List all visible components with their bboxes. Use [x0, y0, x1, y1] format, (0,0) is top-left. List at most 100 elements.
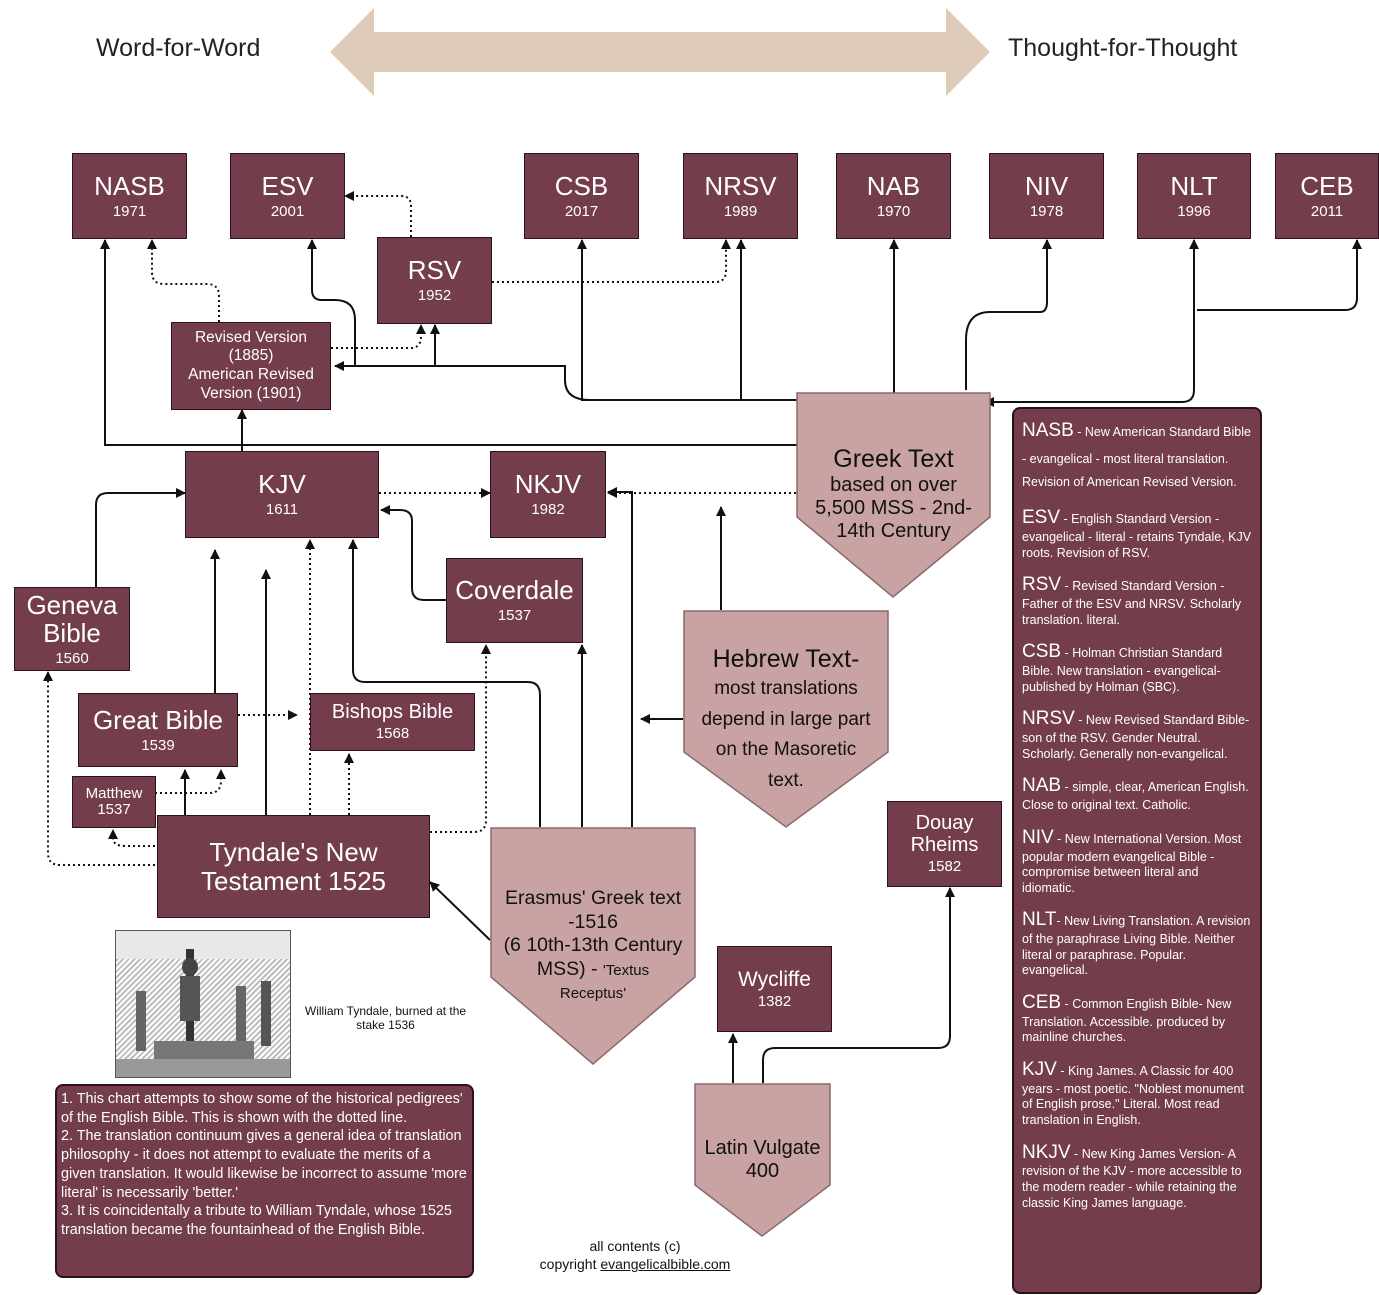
- box-nasb: NASB 1971: [72, 153, 187, 239]
- box-coverdale: Coverdale 1537: [446, 558, 583, 643]
- hebrew-line1: most translations: [714, 678, 858, 699]
- box-niv: NIV 1978: [989, 153, 1104, 239]
- box-bishops-bible: Bishops Bible 1568: [310, 693, 475, 751]
- matthew-year: 1537: [97, 801, 131, 818]
- nkjv-year: 1982: [531, 501, 565, 519]
- box-ceb: CEB 2011: [1275, 153, 1379, 239]
- box-geneva-bible: Geneva Bible 1560: [14, 587, 130, 671]
- douay-line2: Rheims: [910, 834, 979, 857]
- legend-desc: New Revised Standard Bible- son of the R…: [1022, 713, 1250, 761]
- notes-box: 1. This chart attempts to show some of t…: [55, 1084, 474, 1278]
- legend-desc: Holman Christian Standard Bible. New tra…: [1022, 646, 1223, 694]
- niv-year: 1978: [1029, 202, 1064, 220]
- legend-desc: New King James Version- A revision of th…: [1022, 1146, 1242, 1210]
- note-3: 3. It is coincidentally a tribute to Wil…: [61, 1203, 452, 1238]
- wycliffe-year: 1382: [757, 992, 792, 1010]
- box-tyndale-new-testament: Tyndale's New Testament 1525: [157, 815, 430, 918]
- legend-abbr: NLT: [1022, 909, 1057, 931]
- legend-sep: -: [1056, 1064, 1068, 1079]
- wycliffe-name: Wycliffe: [738, 967, 811, 991]
- nkjv-name: NKJV: [514, 469, 582, 500]
- legend-desc: Revised Standard Version - Father of the…: [1022, 579, 1242, 627]
- legend-desc: New International Version. Most popular …: [1022, 831, 1242, 895]
- erasmus-line1: Erasmus' Greek text: [504, 887, 682, 909]
- footer-link[interactable]: evangelicalbible.com: [600, 1256, 731, 1273]
- box-esv: ESV 2001: [230, 153, 345, 239]
- legend-abbr: NIV: [1022, 826, 1054, 848]
- legend-desc: simple, clear, American English. Close t…: [1022, 780, 1249, 813]
- geneva-year: 1560: [55, 649, 89, 667]
- legend-sep: -: [1056, 914, 1065, 929]
- geneva-line2: Bible: [43, 618, 101, 649]
- tyndale-line1: Tyndale's New: [209, 836, 378, 867]
- vulgate-line1: Latin Vulgate: [704, 1137, 821, 1159]
- box-douay-rheims: Douay Rheims 1582: [887, 801, 1002, 887]
- nasb-name: NASB: [94, 170, 165, 201]
- legend-entry-nrsv: NRSV - New Revised Standard Bible- son o…: [1022, 707, 1254, 762]
- legend-desc: New American Standard Bible - evangelica…: [1022, 425, 1251, 490]
- legend-sep: -: [1061, 997, 1073, 1012]
- nlt-name: NLT: [1170, 170, 1218, 201]
- great-bible-name: Great Bible: [92, 704, 224, 735]
- nab-name: NAB: [866, 170, 921, 201]
- erasmus-line3: (6 10th-13th Century: [503, 934, 683, 956]
- legend-entry-nkjv: NKJV - New King James Version- A revisio…: [1022, 1141, 1254, 1212]
- hebrew-title: Hebrew Text-: [712, 645, 860, 673]
- niv-name: NIV: [1024, 170, 1069, 201]
- note-1: 1. This chart attempts to show some of t…: [61, 1091, 463, 1126]
- vulgate-line2: 400: [745, 1160, 780, 1182]
- legend-abbr: KJV: [1022, 1059, 1057, 1081]
- legend-abbr: NKJV: [1022, 1141, 1071, 1163]
- word-for-word-label: Word-for-Word: [96, 34, 261, 62]
- box-rsv: RSV 1952: [377, 237, 492, 324]
- legend-sep: -: [1061, 780, 1073, 795]
- source-latin-vulgate: Latin Vulgate 400: [694, 1083, 831, 1237]
- legend-abbr: NASB: [1022, 420, 1074, 441]
- ceb-year: 2011: [1310, 202, 1344, 220]
- bishops-bible-year: 1568: [375, 725, 410, 743]
- rsv-year: 1952: [417, 287, 452, 305]
- legend-entry-rsv: RSV - Revised Standard Version - Father …: [1022, 573, 1254, 628]
- erasmus-line4b: 'Textus: [602, 961, 650, 979]
- kjv-year: 1611: [265, 501, 299, 519]
- footer-copyright: all contents (c) copyright evangelicalbi…: [510, 1237, 760, 1273]
- legend-sep: -: [1060, 512, 1072, 527]
- nlt-year: 1996: [1177, 202, 1211, 220]
- rv-line2: (1885): [228, 347, 274, 365]
- ceb-name: CEB: [1300, 170, 1354, 201]
- greek-line3: 14th Century: [836, 520, 951, 542]
- legend-abbr: ESV: [1022, 507, 1061, 529]
- source-greek-text: Greek Text based on over 5,500 MSS - 2nd…: [796, 392, 991, 598]
- source-erasmus-greek-text: Erasmus' Greek text -1516 (6 10th-13th C…: [490, 827, 696, 1065]
- greek-line1: based on over: [830, 474, 957, 496]
- box-kjv: KJV 1611: [185, 451, 379, 538]
- erasmus-line5: Receptus': [559, 985, 627, 1002]
- box-great-bible: Great Bible 1539: [78, 693, 238, 767]
- legend-entry-niv: NIV - New International Version. Most po…: [1022, 826, 1254, 897]
- footer-line1: all contents (c): [589, 1238, 681, 1254]
- matthew-name: Matthew: [85, 784, 143, 802]
- box-nab: NAB 1970: [836, 153, 951, 239]
- legend-abbr: CSB: [1022, 641, 1062, 663]
- legend-entry-esv: ESV - English Standard Version - evangel…: [1022, 506, 1254, 561]
- nrsv-year: 1989: [723, 202, 758, 220]
- rv-line1: Revised Version: [194, 328, 307, 346]
- csb-year: 2017: [564, 202, 599, 220]
- legend-box: NASB - New American Standard Bible - eva…: [1012, 407, 1262, 1294]
- rv-line3: American Revised: [188, 366, 314, 383]
- legend-entry-kjv: KJV - King James. A Classic for 400 year…: [1022, 1058, 1254, 1129]
- esv-name: ESV: [261, 170, 314, 201]
- legend-abbr: NAB: [1022, 775, 1062, 797]
- footer-prefix: copyright: [539, 1256, 601, 1273]
- legend-entry-nlt: NLT- New Living Translation. A revision …: [1022, 908, 1254, 979]
- box-nkjv: NKJV 1982: [490, 451, 606, 538]
- nasb-year: 1971: [112, 202, 147, 220]
- greek-title: Greek Text: [833, 445, 954, 473]
- legend-sep: -: [1061, 646, 1073, 661]
- legend-abbr: CEB: [1022, 992, 1062, 1014]
- legend-desc: Common English Bible- New Translation. A…: [1022, 997, 1232, 1045]
- douay-line1: Douay: [915, 812, 974, 835]
- hebrew-line4: text.: [768, 769, 804, 791]
- greek-line2: 5,500 MSS - 2nd-: [815, 497, 972, 519]
